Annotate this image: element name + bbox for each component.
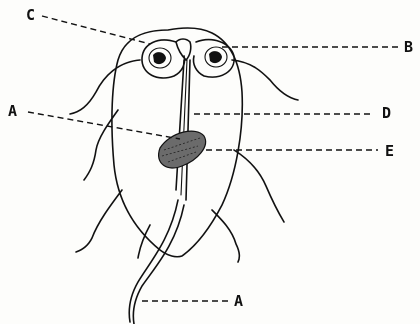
caudal-flagellum-2 xyxy=(133,205,184,324)
leader-c xyxy=(42,16,150,44)
label-a-side: A xyxy=(8,102,17,120)
central-notch xyxy=(176,39,191,60)
caudal-flagellum-1 xyxy=(129,200,178,322)
label-d: D xyxy=(382,104,391,122)
axostyle-left xyxy=(176,60,184,190)
anterior-flagellum-left xyxy=(70,60,140,114)
label-e: E xyxy=(385,142,394,160)
leader-a-side xyxy=(28,112,180,139)
label-c: C xyxy=(26,6,35,24)
label-b: B xyxy=(404,38,413,56)
lateral-flagellum-right-2 xyxy=(212,210,239,262)
label-a-bottom: A xyxy=(234,292,243,310)
right-nucleolus xyxy=(209,51,222,63)
lateral-flagellum-left-2 xyxy=(76,190,122,252)
lateral-flagellum-right-1 xyxy=(234,150,284,222)
left-nucleolus xyxy=(153,52,166,64)
